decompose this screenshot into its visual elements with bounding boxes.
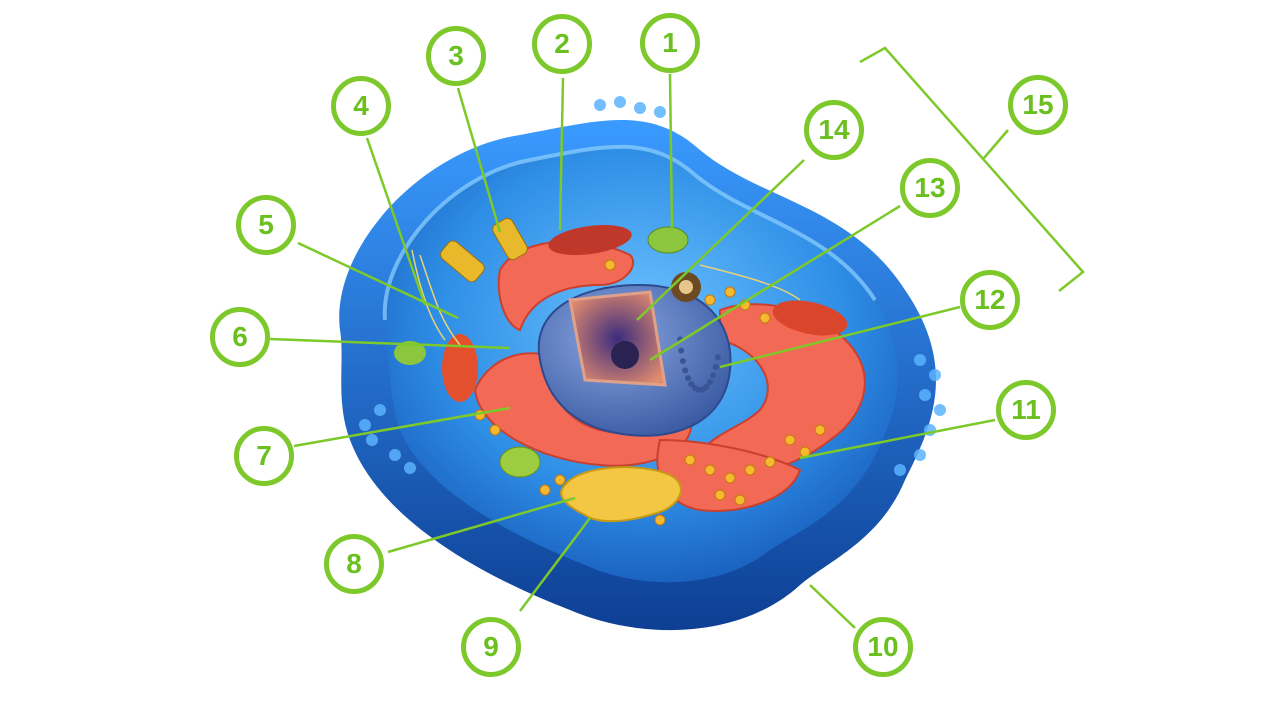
vacuole: [394, 341, 426, 365]
membrane-rim: [382, 144, 877, 321]
label-8: 8: [324, 534, 384, 594]
label-14: 14: [804, 100, 864, 160]
label-9: 9: [461, 617, 521, 677]
label-13: 13: [900, 158, 960, 218]
membrane-proteins: [359, 96, 946, 476]
nucleolus: [611, 341, 639, 369]
mitochondrion-2: [442, 334, 478, 402]
peroxisome: [499, 446, 541, 478]
label-10: 10: [853, 617, 913, 677]
leader-lines: [269, 46, 1085, 629]
golgi-apparatus: [560, 466, 682, 523]
label-15: 15: [1008, 75, 1068, 135]
label-5: 5: [236, 195, 296, 255]
mitochondrion-3: [772, 300, 848, 336]
label-12: 12: [960, 270, 1020, 330]
label-7: 7: [234, 426, 294, 486]
label-11: 11: [996, 380, 1056, 440]
vesicle-inner: [679, 280, 693, 294]
centriole-2: [492, 217, 528, 261]
centriole: [440, 240, 485, 283]
label-3: 3: [426, 26, 486, 86]
lysosome: [647, 226, 689, 254]
label-1: 1: [640, 13, 700, 73]
label-4: 4: [331, 76, 391, 136]
label-2: 2: [532, 14, 592, 74]
label-6: 6: [210, 307, 270, 367]
mitochondrion: [548, 224, 632, 256]
